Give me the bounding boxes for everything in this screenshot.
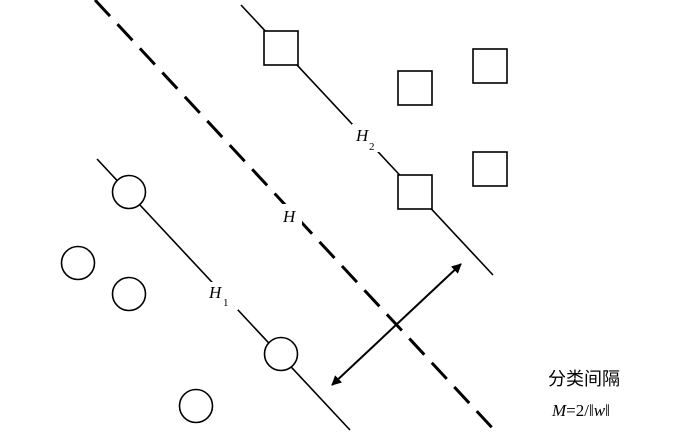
margin-formula-m: M [551, 401, 567, 420]
margin-formula: M=2/‖w‖ [551, 401, 610, 420]
circle-point [60, 245, 96, 281]
circle-point [111, 174, 147, 210]
circle-point [111, 276, 147, 312]
label-h-center: H [282, 207, 297, 226]
margin-arrow [331, 263, 462, 386]
square-class-points [263, 30, 508, 210]
margin-formula-w: w [594, 401, 606, 420]
circle-class-points [60, 174, 299, 424]
circle-point [178, 388, 214, 424]
square-point [397, 70, 433, 106]
label-h: H [280, 204, 302, 226]
label-h2-sub: 2 [369, 141, 375, 153]
margin-formula-end: ‖ [605, 401, 610, 420]
label-h1-main: H [208, 283, 223, 302]
circle-point [263, 336, 299, 372]
margin-title: 分类间隔 [548, 369, 620, 390]
square-point [263, 30, 299, 66]
margin-formula-rest: =2/‖ [566, 401, 594, 420]
square-point [472, 48, 508, 84]
square-point [472, 151, 508, 187]
square-point [397, 174, 433, 210]
label-h1-sub: 1 [223, 297, 229, 309]
label-h2-main: H [355, 126, 370, 145]
label-h1: H 1 [206, 282, 238, 310]
label-h2: H 2 [352, 124, 382, 153]
